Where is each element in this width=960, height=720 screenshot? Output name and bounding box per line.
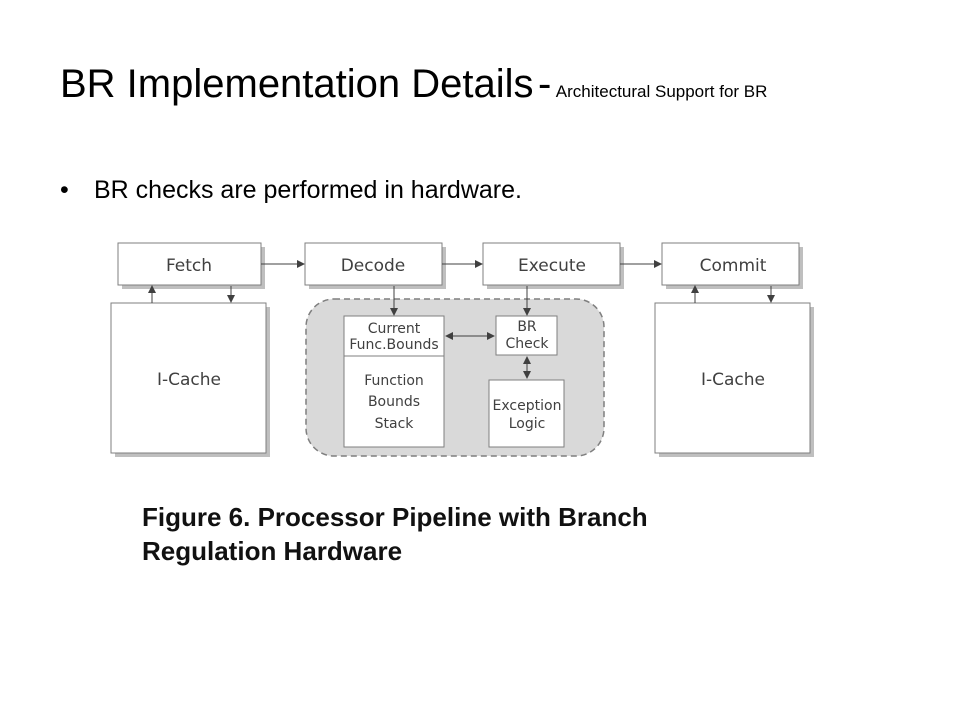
bounds-stack-line3: Stack — [375, 416, 415, 432]
current-bounds-line1: Current — [368, 321, 421, 337]
bounds-stack-line1: Function — [364, 373, 424, 389]
bullet-text: BR checks are performed in hardware. — [94, 176, 522, 204]
caption-line1: Figure 6. Processor Pipeline with Branch — [142, 502, 648, 532]
stage-execute-label: Execute — [518, 256, 586, 276]
stage-decode: Decode — [304, 242, 446, 289]
slide-title: BR Implementation Details - Architectura… — [60, 62, 767, 107]
stage-decode-label: Decode — [341, 256, 406, 276]
br-check-box: BR Check — [495, 315, 558, 356]
stage-execute: Execute — [482, 242, 624, 289]
icache-left: I-Cache — [110, 302, 270, 457]
icache-right: I-Cache — [654, 302, 814, 457]
stage-commit-label: Commit — [700, 256, 767, 276]
exception-line1: Exception — [493, 398, 562, 414]
caption-line2: Regulation Hardware — [142, 536, 403, 566]
icache-left-label: I-Cache — [157, 370, 221, 390]
exception-line2: Logic — [509, 416, 546, 432]
icache-right-label: I-Cache — [701, 370, 765, 390]
stage-fetch-label: Fetch — [166, 256, 212, 276]
bounds-stack-line2: Bounds — [368, 394, 420, 410]
bullet-dot-icon: • — [60, 176, 69, 204]
current-bounds-line2: Func.Bounds — [349, 337, 438, 353]
title-subtitle: Architectural Support for BR — [555, 82, 768, 101]
br-check-line2: Check — [505, 336, 549, 352]
stage-fetch: Fetch — [117, 242, 265, 289]
exception-logic-box: Exception Logic — [488, 379, 565, 448]
figure-caption: Figure 6. Processor Pipeline with Branch… — [142, 500, 802, 568]
bullet-item: • BR checks are performed in hardware. — [60, 176, 522, 205]
current-bounds-box: Current Func.Bounds — [343, 315, 445, 357]
title-separator: - — [538, 62, 552, 106]
title-main: BR Implementation Details — [60, 62, 534, 106]
bounds-stack-box: Function Bounds Stack — [343, 355, 445, 448]
br-check-line1: BR — [517, 319, 537, 335]
stage-commit: Commit — [661, 242, 803, 289]
